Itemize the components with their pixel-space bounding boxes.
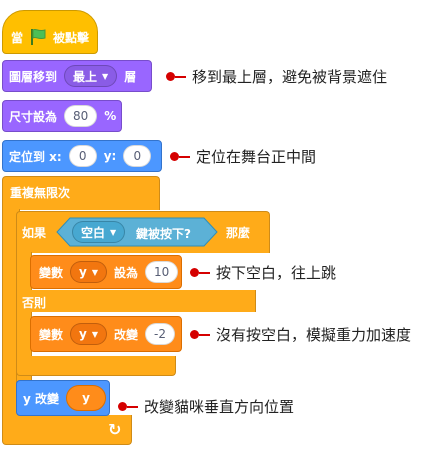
forever-label: 重複無限次 bbox=[10, 186, 71, 200]
size-block-label: 尺寸設為 bbox=[9, 109, 58, 124]
set-size-block[interactable]: 尺寸設為 80 % bbox=[2, 100, 122, 132]
layer-dropdown[interactable]: 最上 ▼ bbox=[64, 65, 118, 87]
callout-marker bbox=[118, 402, 127, 411]
change-var-dropdown[interactable]: y ▼ bbox=[70, 323, 107, 345]
set-var-name: y bbox=[79, 265, 87, 279]
x-input[interactable]: 0 bbox=[68, 145, 97, 167]
size-block-suffix: % bbox=[104, 109, 117, 123]
key-dropdown-value: 空白 bbox=[81, 225, 106, 240]
callout-set-var: 按下空白，往上跳 bbox=[190, 262, 336, 283]
callout-goto: 定位在舞台正中間 bbox=[170, 146, 316, 167]
change-y-label: y 改變 bbox=[23, 391, 60, 406]
callout-layer-text: 移到最上層，避免被背景遮住 bbox=[192, 68, 388, 86]
callout-marker bbox=[190, 268, 199, 277]
callout-marker bbox=[190, 330, 199, 339]
key-pressed-sensing-block[interactable]: 空白 ▼ 鍵被按下? bbox=[56, 217, 218, 247]
chevron-down-icon: ▼ bbox=[91, 329, 98, 339]
callout-marker bbox=[170, 152, 179, 161]
when-flag-clicked-block[interactable]: 當 被點擊 bbox=[2, 10, 98, 54]
change-y-block[interactable]: y 改變 y bbox=[16, 380, 110, 416]
layer-dropdown-value: 最上 bbox=[73, 69, 98, 84]
callout-change-y-text: 改變貓咪垂直方向位置 bbox=[144, 398, 295, 416]
set-var-input[interactable]: 10 bbox=[145, 261, 179, 283]
go-to-layer-block[interactable]: 圖層移到 最上 ▼ 層 bbox=[2, 60, 152, 92]
forever-top-bar[interactable] bbox=[2, 176, 160, 210]
loop-arrow-icon: ↻ bbox=[108, 420, 122, 439]
goto-block-label: 定位到 x: bbox=[9, 149, 62, 164]
layer-block-label: 圖層移到 bbox=[9, 69, 58, 84]
if-label: 如果 bbox=[22, 226, 47, 240]
set-var-action: 設為 bbox=[114, 265, 139, 280]
callout-change-var: 沒有按空白，模擬重力加速度 bbox=[190, 324, 411, 345]
if-bottom-bar bbox=[16, 356, 176, 376]
key-pressed-label: 鍵被按下? bbox=[136, 227, 191, 241]
size-input[interactable]: 80 bbox=[64, 105, 98, 127]
else-label: 否則 bbox=[22, 296, 47, 310]
callout-change-y: 改變貓咪垂直方向位置 bbox=[118, 396, 294, 417]
chevron-down-icon: ▼ bbox=[110, 227, 117, 237]
callout-goto-text: 定位在舞台正中間 bbox=[196, 148, 317, 166]
hat-label-when: 當 bbox=[11, 30, 24, 45]
go-to-xy-block[interactable]: 定位到 x: 0 y: 0 bbox=[2, 140, 162, 172]
hat-label-clicked: 被點擊 bbox=[53, 30, 90, 45]
forever-bottom-bar bbox=[2, 415, 132, 445]
chevron-down-icon: ▼ bbox=[102, 71, 109, 81]
callout-set-var-text: 按下空白，往上跳 bbox=[216, 264, 337, 282]
change-var-name: y bbox=[79, 327, 87, 341]
change-variable-block[interactable]: 變數 y ▼ 改變 -2 bbox=[30, 316, 182, 352]
key-dropdown[interactable]: 空白 ▼ bbox=[72, 221, 126, 243]
change-var-label: 變數 bbox=[39, 327, 64, 342]
set-variable-block[interactable]: 變數 y ▼ 設為 10 bbox=[30, 255, 182, 289]
change-var-input[interactable]: -2 bbox=[145, 323, 175, 345]
callout-change-var-text: 沒有按空白，模擬重力加速度 bbox=[216, 326, 412, 344]
else-bar bbox=[16, 290, 256, 312]
then-label: 那麼 bbox=[226, 226, 251, 240]
callout-marker bbox=[166, 72, 175, 81]
chevron-down-icon: ▼ bbox=[91, 267, 98, 277]
layer-block-suffix: 層 bbox=[124, 69, 137, 84]
set-var-dropdown[interactable]: y ▼ bbox=[70, 261, 107, 283]
y-variable-reporter[interactable]: y bbox=[66, 385, 107, 411]
change-var-action: 改變 bbox=[114, 327, 139, 342]
goto-y-label: y: bbox=[103, 149, 117, 163]
callout-layer: 移到最上層，避免被背景遮住 bbox=[166, 66, 387, 87]
green-flag-icon bbox=[29, 28, 47, 46]
y-input[interactable]: 0 bbox=[123, 145, 152, 167]
set-var-label: 變數 bbox=[39, 265, 64, 280]
